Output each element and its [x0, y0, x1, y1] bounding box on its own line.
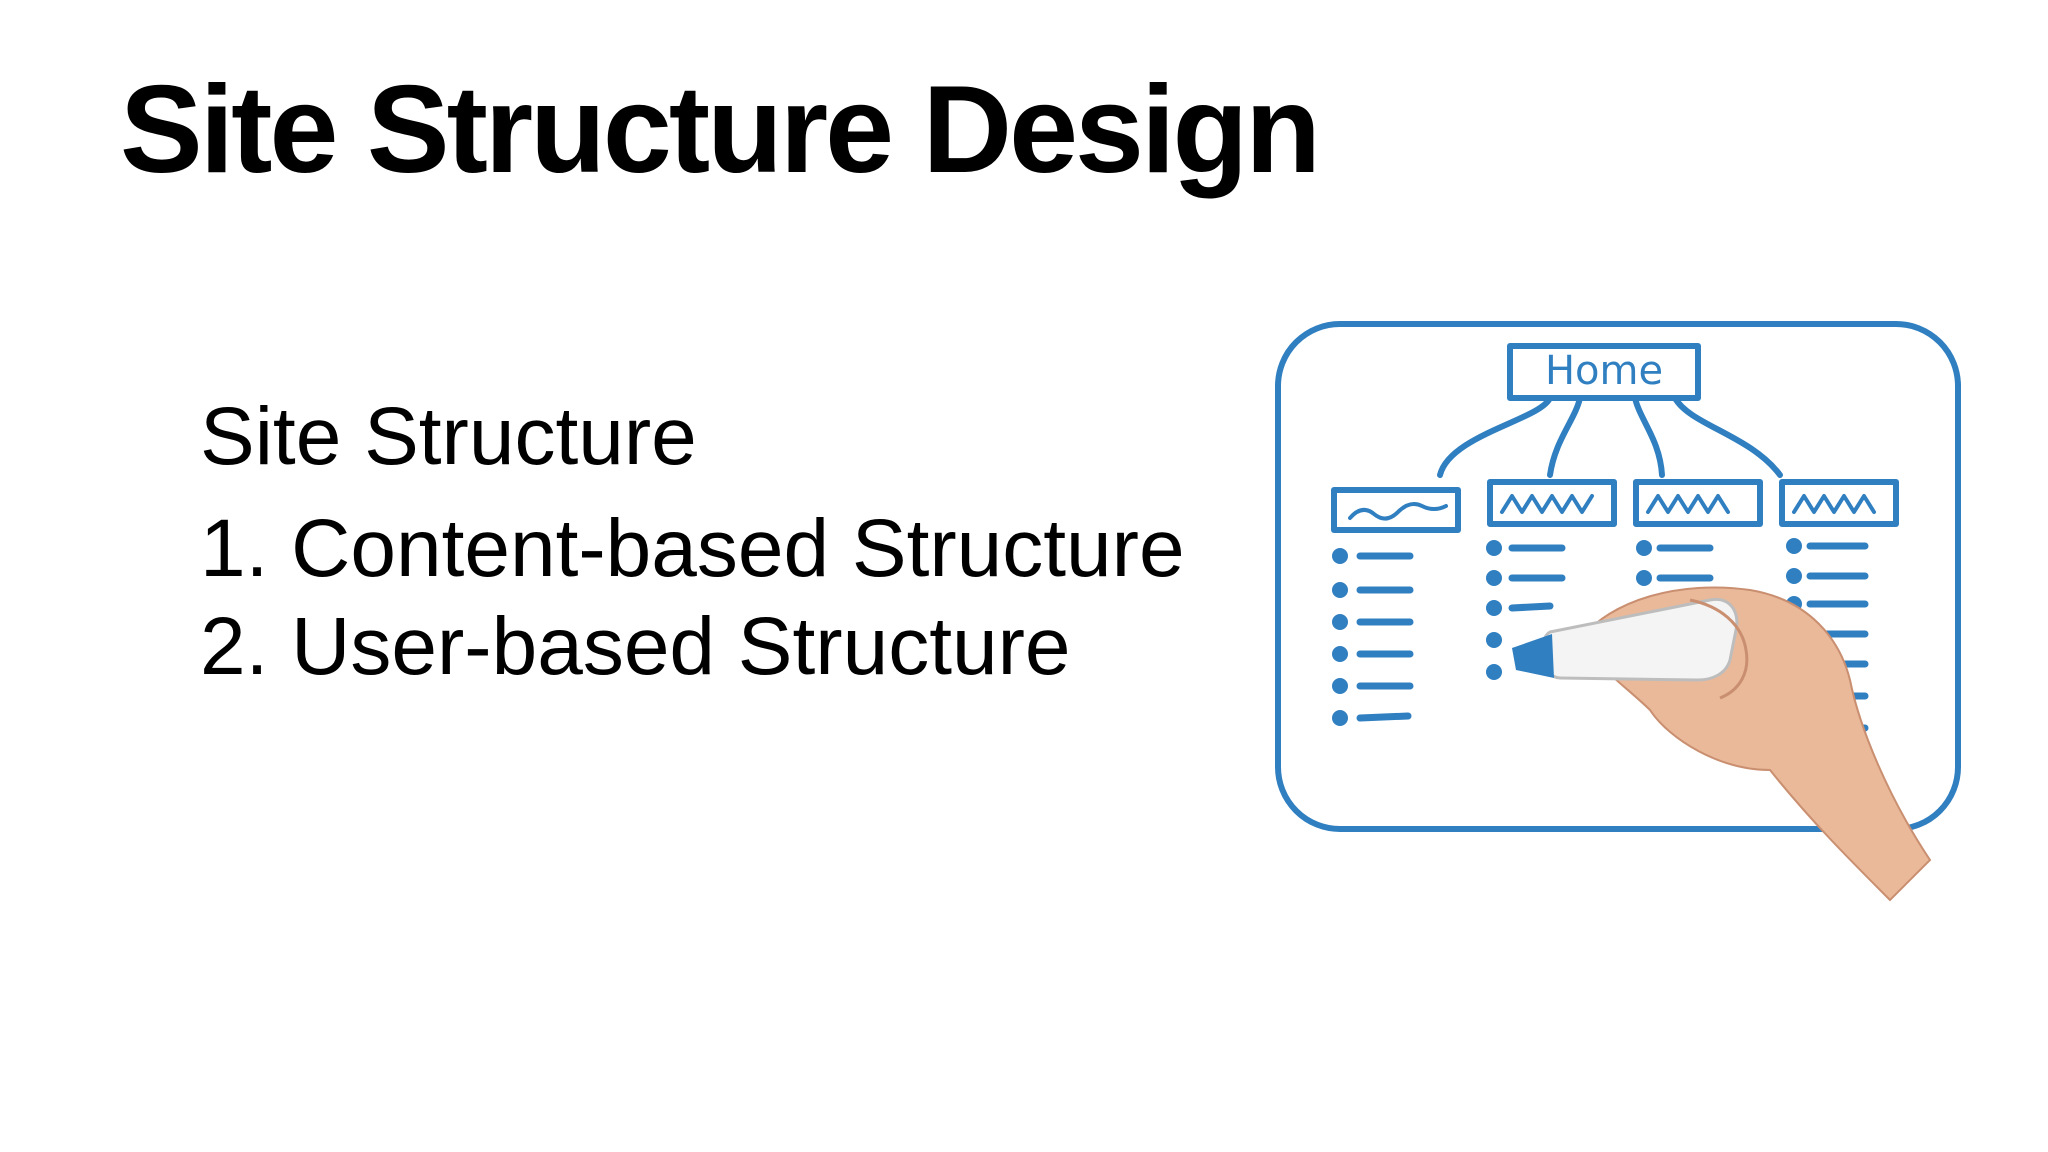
child-node-box [1633, 479, 1763, 527]
child-node-box [1487, 479, 1617, 527]
home-node-label: Home [1545, 348, 1663, 394]
list-item-content-based: 1. Content-based Structure [200, 503, 1185, 594]
connector-line [1547, 395, 1583, 478]
list-item-user-based: 2. User-based Structure [200, 601, 1071, 692]
child-node-box [1779, 479, 1899, 527]
structure-list: 1. Content-based Structure 2. User-based… [200, 500, 1185, 696]
section-heading: Site Structure [200, 391, 697, 482]
whiteboard-frame [1275, 321, 1961, 832]
site-map-illustration: Home [1250, 300, 1990, 960]
slide-title: Site Structure Design [120, 61, 1321, 199]
connector-line [1632, 395, 1665, 478]
hand-with-marker-icon [1512, 586, 1932, 902]
child-node-box [1331, 487, 1461, 533]
connector-line [1672, 395, 1783, 478]
home-node-box [1507, 343, 1701, 401]
slide-content: Site Structure 1. Content-based Structur… [200, 388, 1185, 696]
connector-line [1437, 395, 1553, 478]
